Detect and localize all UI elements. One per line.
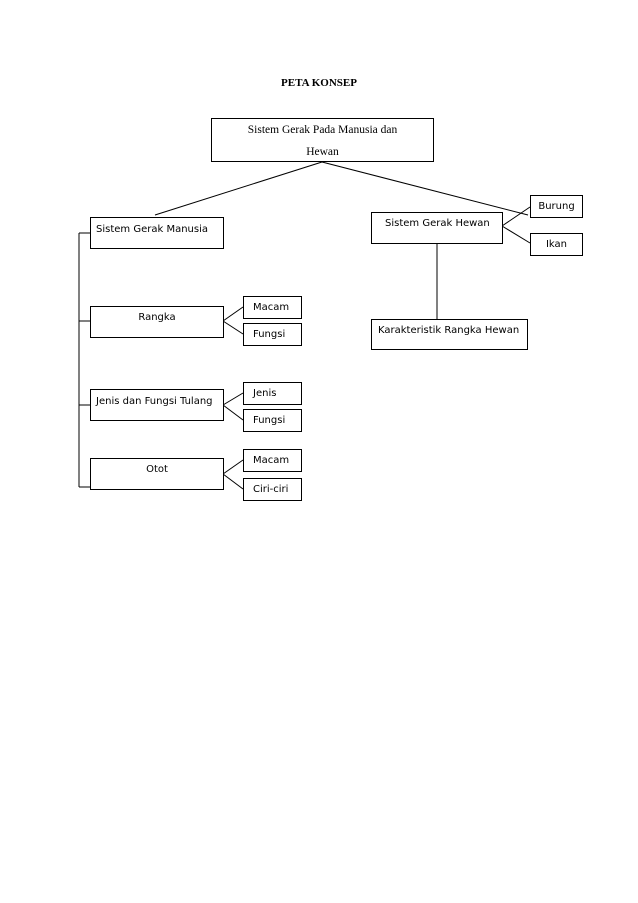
connector-rangka-fungsi xyxy=(222,320,244,335)
connector-otot-macam xyxy=(222,459,244,475)
connector-root-hewan xyxy=(321,161,529,216)
node-sistem-gerak-hewan: Sistem Gerak Hewan xyxy=(371,212,503,244)
node-tulang-jenis: Jenis xyxy=(243,382,302,405)
connector-rangka-macam xyxy=(222,306,244,322)
node-karakteristik-rangka-hewan: Karakteristik Rangka Hewan xyxy=(371,319,528,350)
connector-hewan-burung xyxy=(501,206,531,227)
node-otot-ciri-ciri: Ciri-ciri xyxy=(243,478,302,501)
connector-tulang-fungsi xyxy=(222,404,244,421)
node-burung: Burung xyxy=(530,195,583,218)
node-otot: Otot xyxy=(90,458,224,490)
connector-root-manusia xyxy=(154,161,323,216)
connector-otot-ciri xyxy=(222,473,244,490)
node-sistem-gerak-manusia: Sistem Gerak Manusia xyxy=(90,217,224,249)
node-ikan: Ikan xyxy=(530,233,583,256)
root-node-line1: Sistem Gerak Pada Manusia dan xyxy=(247,124,398,136)
root-node-line2: Hewan xyxy=(306,146,339,158)
node-rangka-macam: Macam xyxy=(243,296,302,319)
root-node: Sistem Gerak Pada Manusia dan Hewan xyxy=(211,118,434,162)
node-rangka-fungsi: Fungsi xyxy=(243,323,302,346)
node-rangka: Rangka xyxy=(90,306,224,338)
connector-hewan-ikan xyxy=(501,225,531,244)
node-jenis-fungsi-tulang: Jenis dan Fungsi Tulang xyxy=(90,389,224,421)
page-title: PETA KONSEP xyxy=(281,77,357,89)
node-tulang-fungsi: Fungsi xyxy=(243,409,302,432)
connector-tulang-jenis xyxy=(222,392,244,406)
node-otot-macam: Macam xyxy=(243,449,302,472)
